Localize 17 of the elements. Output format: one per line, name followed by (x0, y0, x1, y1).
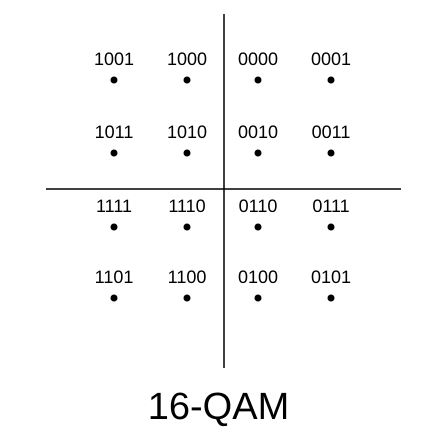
symbol-label: 1000 (166, 50, 208, 68)
symbol-label: 0001 (310, 50, 352, 68)
caption: 16-QAM (146, 388, 290, 426)
symbol-label: 1110 (168, 197, 206, 215)
symbol-label: 0110 (238, 197, 278, 215)
symbol-label: 1001 (94, 50, 134, 68)
symbol-label: 0100 (238, 268, 278, 286)
symbol-label: 1111 (96, 197, 132, 215)
symbol-label: 1010 (166, 123, 208, 141)
symbol-label: 0011 (312, 123, 350, 141)
symbol-label: 0000 (238, 50, 278, 68)
symbol-label: 1100 (168, 268, 206, 286)
symbol-label: 0111 (312, 197, 350, 215)
symbol-label: 0010 (238, 123, 278, 141)
symbol-label: 1101 (94, 268, 134, 286)
symbol-label: 0101 (310, 268, 352, 286)
symbol-label: 1011 (94, 123, 134, 141)
